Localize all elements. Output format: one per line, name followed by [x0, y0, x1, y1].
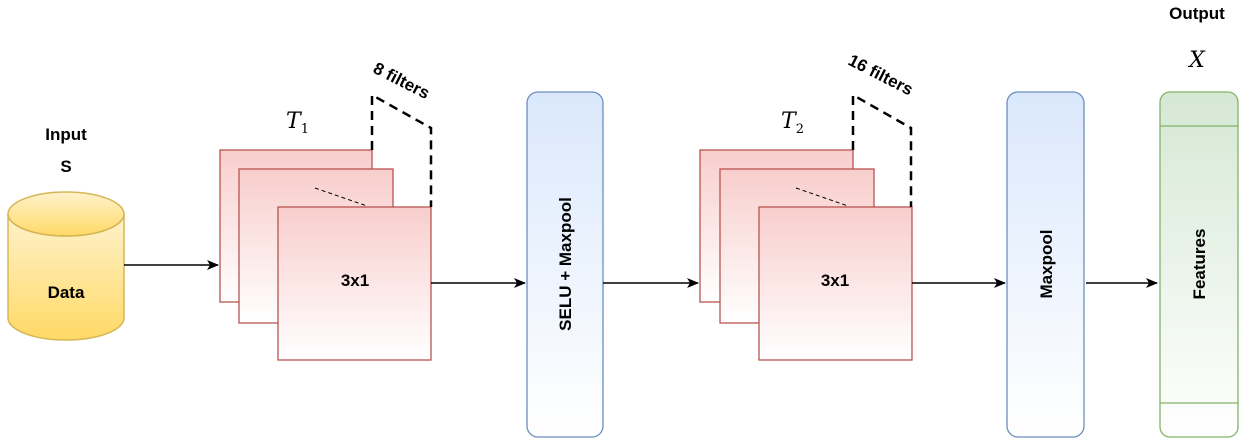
output-math-label: X [1187, 48, 1206, 73]
input-title: Input [45, 125, 87, 144]
conv1-kernel-label: 3x1 [341, 271, 369, 290]
cylinder-label: Data [48, 283, 85, 302]
conv1-stack [219, 149, 432, 361]
conv1-filter-front [277, 206, 432, 361]
conv1-depth-dashes [314, 187, 368, 207]
conv2-filter-front [758, 206, 913, 361]
conv1-filters-label: 8 filters [370, 59, 433, 103]
database-icon [7, 191, 125, 341]
conv2-stack [699, 149, 913, 361]
maxpool-block [1006, 91, 1085, 438]
conv2-math-label: T2 [781, 109, 804, 137]
selu-maxpool-label: SELU + Maxpool [556, 197, 575, 331]
input-subtitle: S [60, 157, 71, 176]
maxpool-label: Maxpool [1037, 230, 1056, 299]
features-label: Features [1190, 229, 1209, 300]
output-title: Output [1169, 4, 1225, 23]
selu-maxpool-block [526, 91, 604, 438]
features-vector [1159, 91, 1239, 438]
conv2-depth-dashes [795, 187, 849, 207]
conv1-math-label: T1 [286, 109, 309, 137]
conv2-kernel-label: 3x1 [821, 271, 849, 290]
conv2-filters-label: 16 filters [845, 51, 916, 100]
